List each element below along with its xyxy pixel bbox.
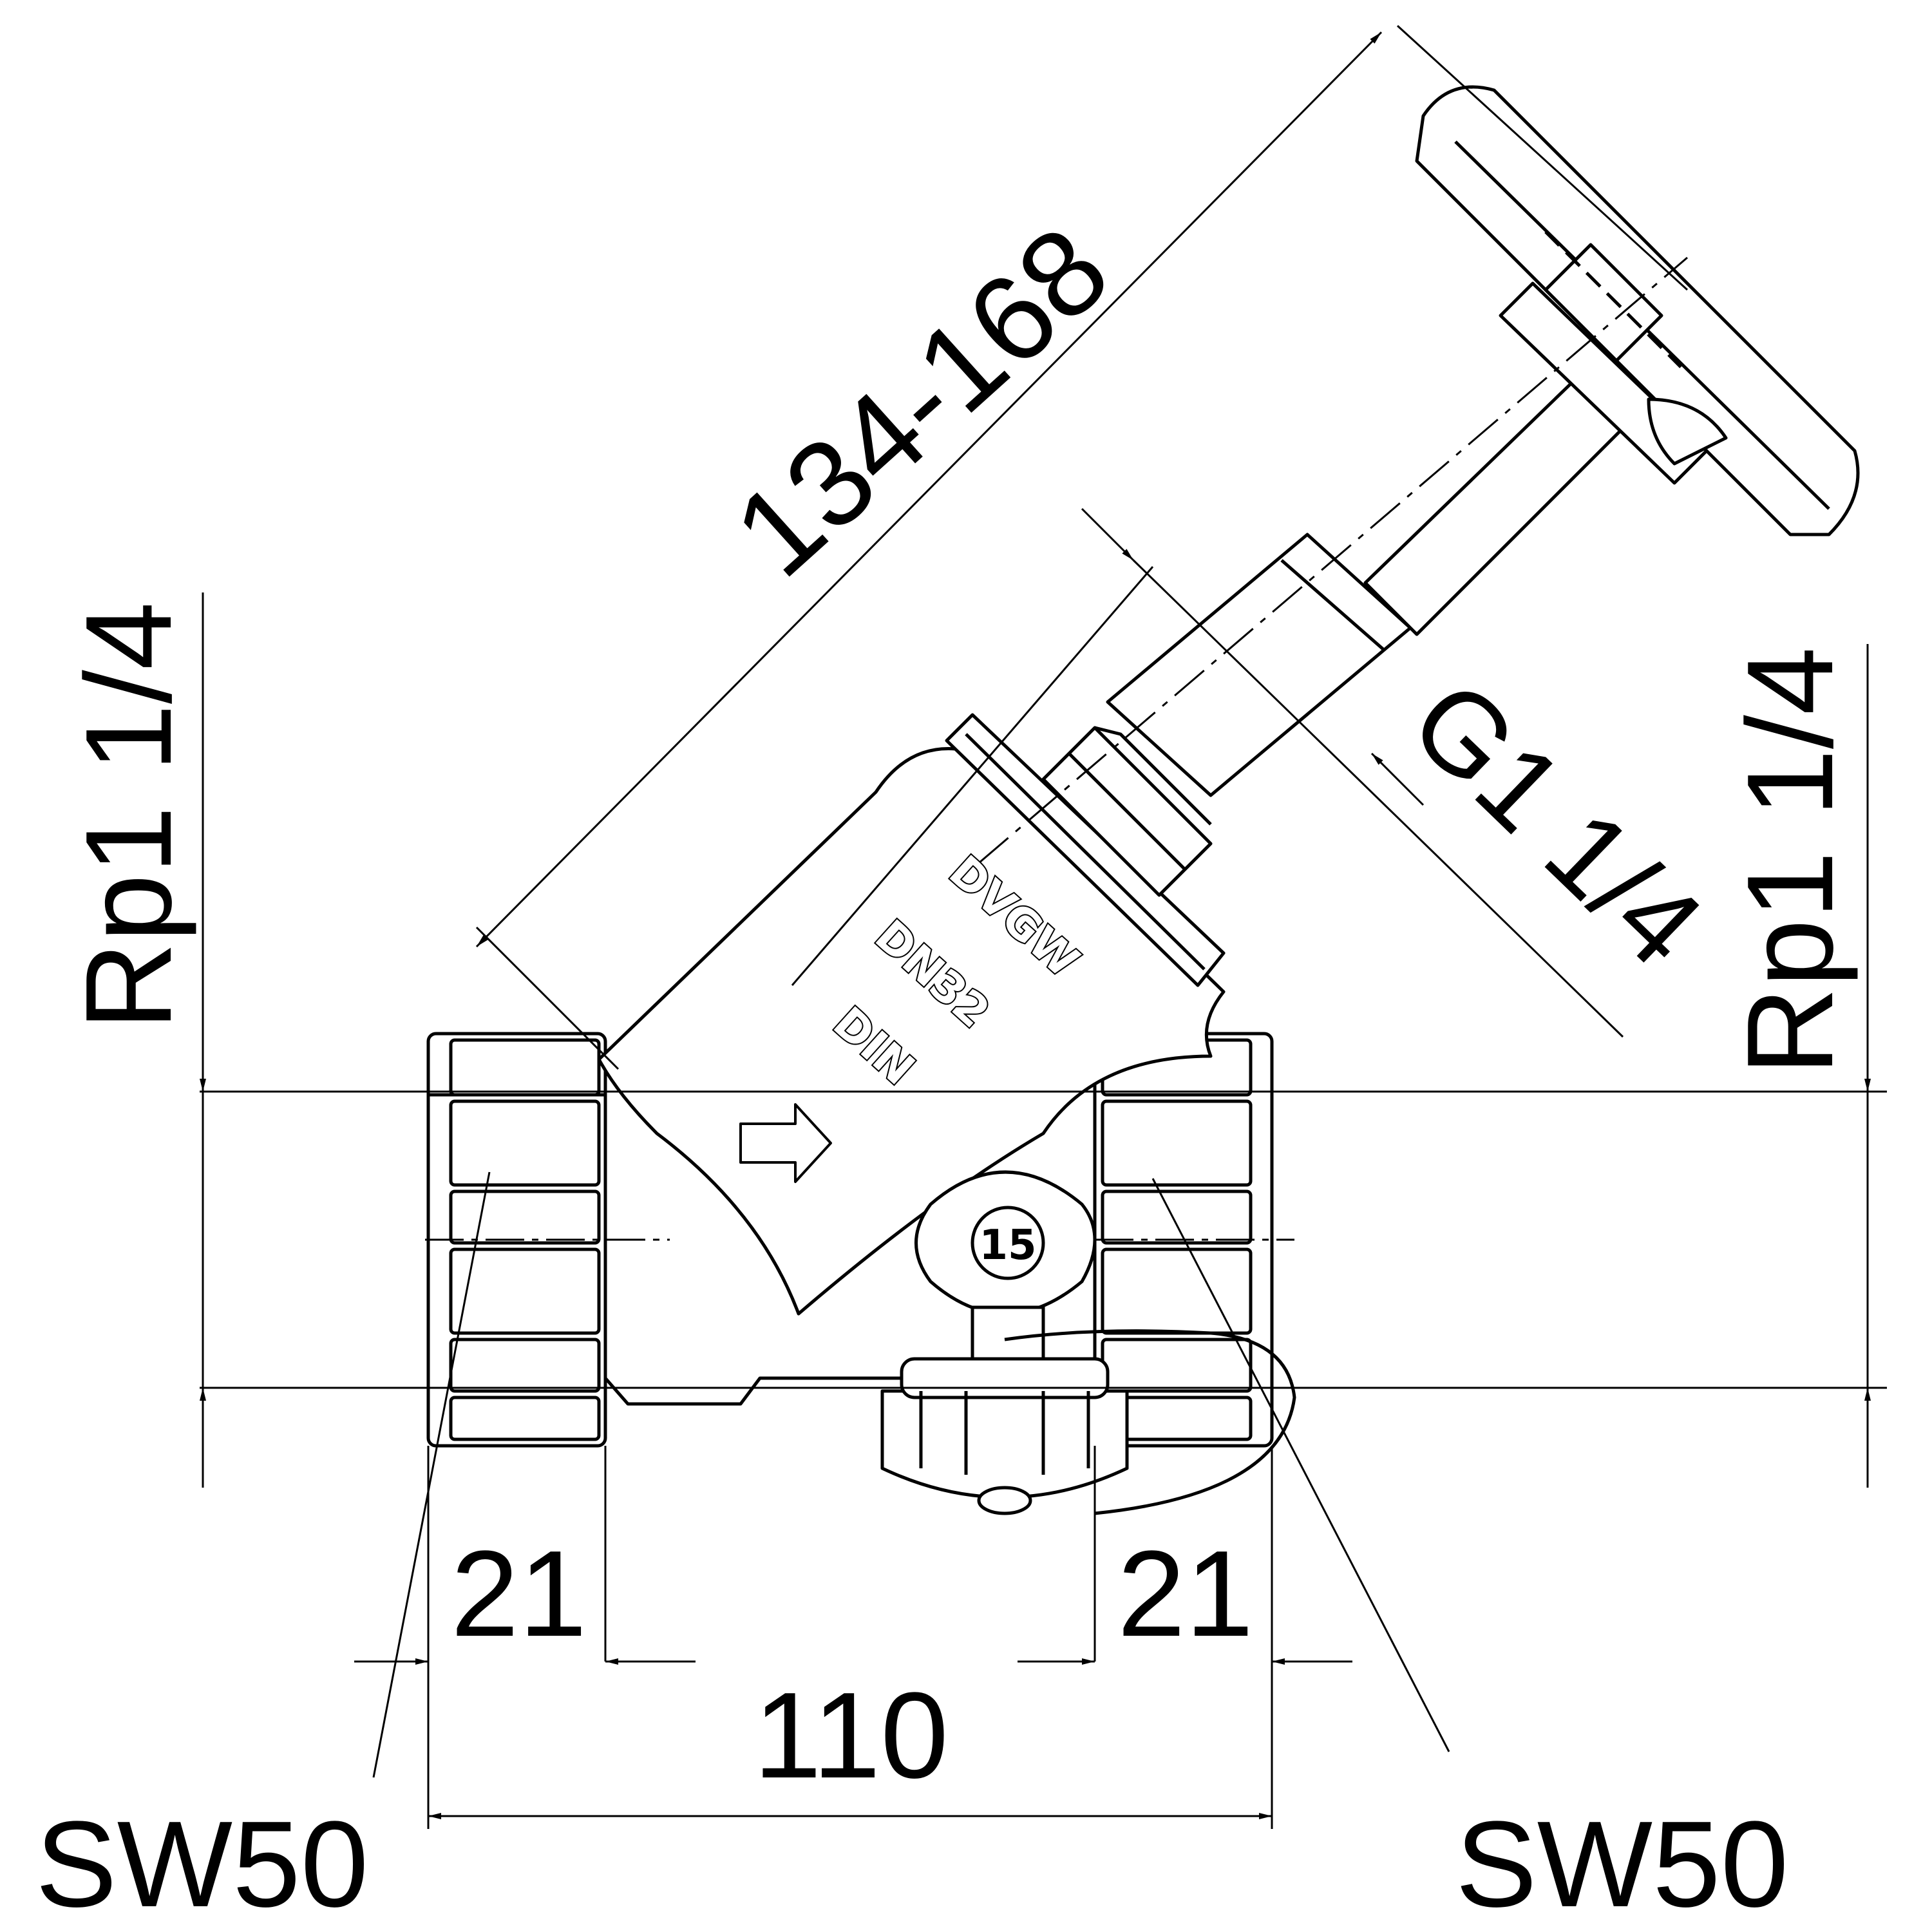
stem-thread-label: G1 1/4 [1387, 656, 1727, 990]
spindle [1363, 381, 1625, 636]
overall-length-label: 110 [753, 1667, 949, 1804]
drain-knob: 15 [914, 1170, 1097, 1361]
svg-text:15: 15 [979, 1222, 1036, 1269]
cap-strap [1004, 1329, 1296, 1515]
right-wrench-label: SW50 [1455, 1796, 1788, 1932]
left-hex-nut [426, 1032, 607, 1448]
15-badge-icon [971, 1206, 1045, 1280]
left-thread-label: Rp1 1/4 [61, 602, 197, 1030]
left-wrench-label: SW50 [35, 1796, 368, 1932]
overall-height-label: 134-168 [709, 200, 1134, 602]
drain-cap [880, 1357, 1129, 1515]
right-thread-label: Rp1 1/4 [1722, 647, 1859, 1075]
right-depth-label: 21 [1117, 1526, 1253, 1662]
left-depth-label: 21 [451, 1526, 587, 1662]
valve-body: 15 [426, 85, 1860, 1515]
handwheel [1415, 85, 1860, 536]
dimension-lines [200, 24, 1887, 1829]
spindle-tube [1106, 533, 1412, 797]
flow-arrow-icon [739, 1103, 832, 1183]
